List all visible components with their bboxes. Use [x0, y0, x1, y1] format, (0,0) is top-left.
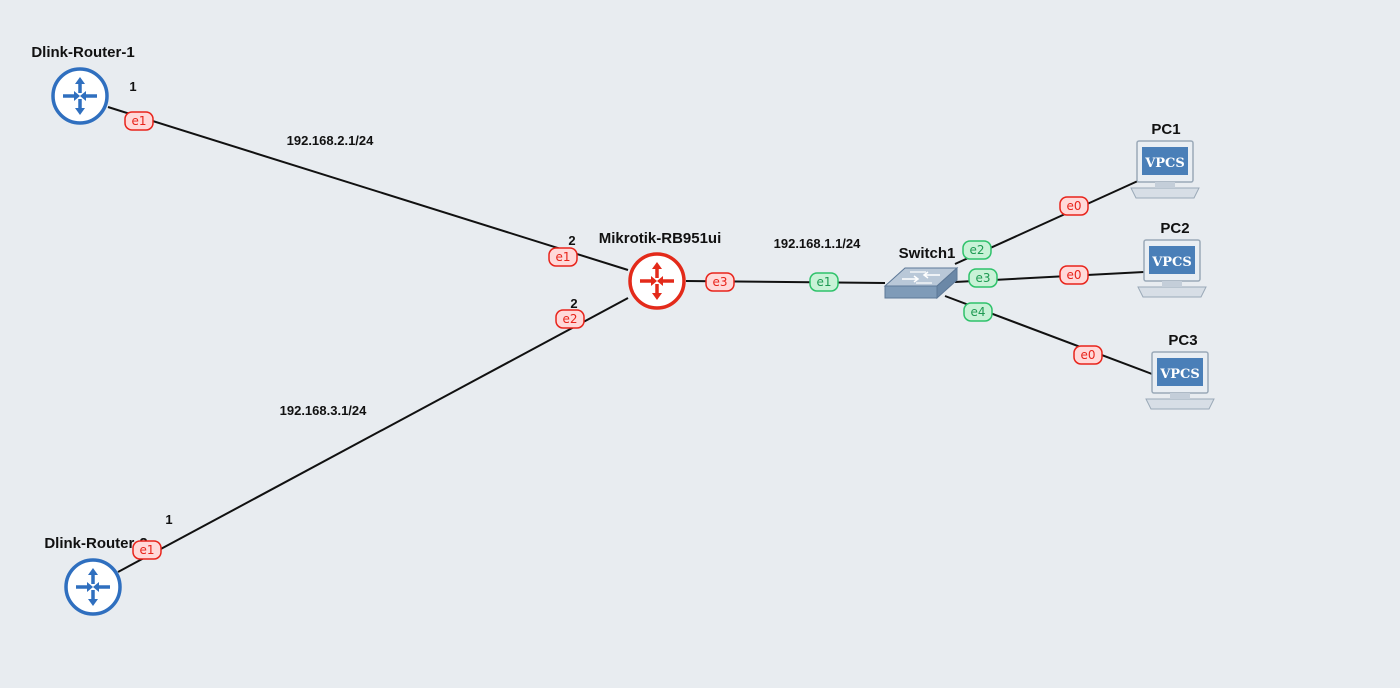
vpcs-icon: VPCS — [1145, 351, 1215, 410]
network-label-switch: 192.168.1.1/24 — [774, 236, 862, 251]
node-pc1[interactable]: VPCS PC1 — [1130, 121, 1200, 199]
node-label: PC1 — [1151, 121, 1180, 138]
node-dlink-router-1[interactable]: Dlink-Router-1 1 — [31, 44, 137, 125]
svg-text:e1: e1 — [555, 250, 570, 264]
vpcs-icon: VPCS — [1137, 239, 1207, 298]
port-badge-pc3-e0[interactable]: e0 — [1073, 345, 1103, 365]
port-badge-switch-e1[interactable]: e1 — [809, 272, 839, 292]
vpcs-icon: VPCS — [1130, 140, 1200, 199]
svg-text:e1: e1 — [139, 543, 154, 557]
link-number: 2 — [570, 296, 577, 311]
node-mikrotik-rb951ui[interactable]: Mikrotik-RB951ui 2 2 — [568, 230, 721, 311]
node-label: PC3 — [1168, 332, 1197, 349]
port-badge-mikrotik-e1[interactable]: e1 — [548, 247, 578, 267]
port-badge-switch-e3[interactable]: e3 — [968, 268, 998, 288]
link-number: 1 — [165, 512, 172, 527]
link-router1-mikrotik[interactable] — [107, 106, 629, 271]
svg-text:e0: e0 — [1066, 199, 1081, 213]
vpcs-screen-text: VPCS — [1144, 156, 1185, 171]
port-badge-switch-e4[interactable]: e4 — [963, 302, 993, 322]
port-badge-mikrotik-e3[interactable]: e3 — [705, 272, 735, 292]
svg-text:e3: e3 — [712, 275, 727, 289]
node-label: Mikrotik-RB951ui — [599, 230, 722, 247]
svg-text:e3: e3 — [975, 271, 990, 285]
link-number: 1 — [129, 79, 136, 94]
svg-text:e4: e4 — [970, 305, 985, 319]
port-badge-pc1-e0[interactable]: e0 — [1059, 196, 1089, 216]
svg-text:e0: e0 — [1066, 268, 1081, 282]
port-badge-mikrotik-e2[interactable]: e2 — [555, 309, 585, 329]
vpcs-screen-text: VPCS — [1159, 367, 1200, 382]
node-pc3[interactable]: VPCS PC3 — [1145, 332, 1215, 410]
port-badge-pc2-e0[interactable]: e0 — [1059, 265, 1089, 285]
node-label: PC2 — [1160, 220, 1189, 237]
node-label: Dlink-Router-1 — [31, 44, 134, 61]
node-label-router2: Dlink-Router-2 — [44, 535, 147, 552]
svg-text:e0: e0 — [1080, 348, 1095, 362]
link-router2-mikrotik[interactable] — [117, 297, 629, 573]
node-pc2[interactable]: VPCS PC2 — [1137, 220, 1207, 298]
node-label: Switch1 — [899, 245, 956, 262]
network-label-r1: 192.168.2.1/24 — [287, 133, 375, 148]
network-label-r2: 192.168.3.1/24 — [280, 403, 368, 418]
port-badge-r1-e1[interactable]: e1 — [124, 111, 154, 131]
node-switch1[interactable]: Switch1 — [883, 245, 959, 300]
node-dlink-router-2[interactable]: 1 — [64, 512, 173, 616]
svg-text:e2: e2 — [969, 243, 984, 257]
port-badge-switch-e2[interactable]: e2 — [962, 240, 992, 260]
link-number: 2 — [568, 233, 575, 248]
svg-text:e2: e2 — [562, 312, 577, 326]
vpcs-screen-text: VPCS — [1151, 255, 1192, 270]
switch-icon — [883, 266, 959, 300]
svg-text:e1: e1 — [816, 275, 831, 289]
svg-text:e1: e1 — [131, 114, 146, 128]
port-badge-r2-e1[interactable]: e1 — [132, 540, 162, 560]
